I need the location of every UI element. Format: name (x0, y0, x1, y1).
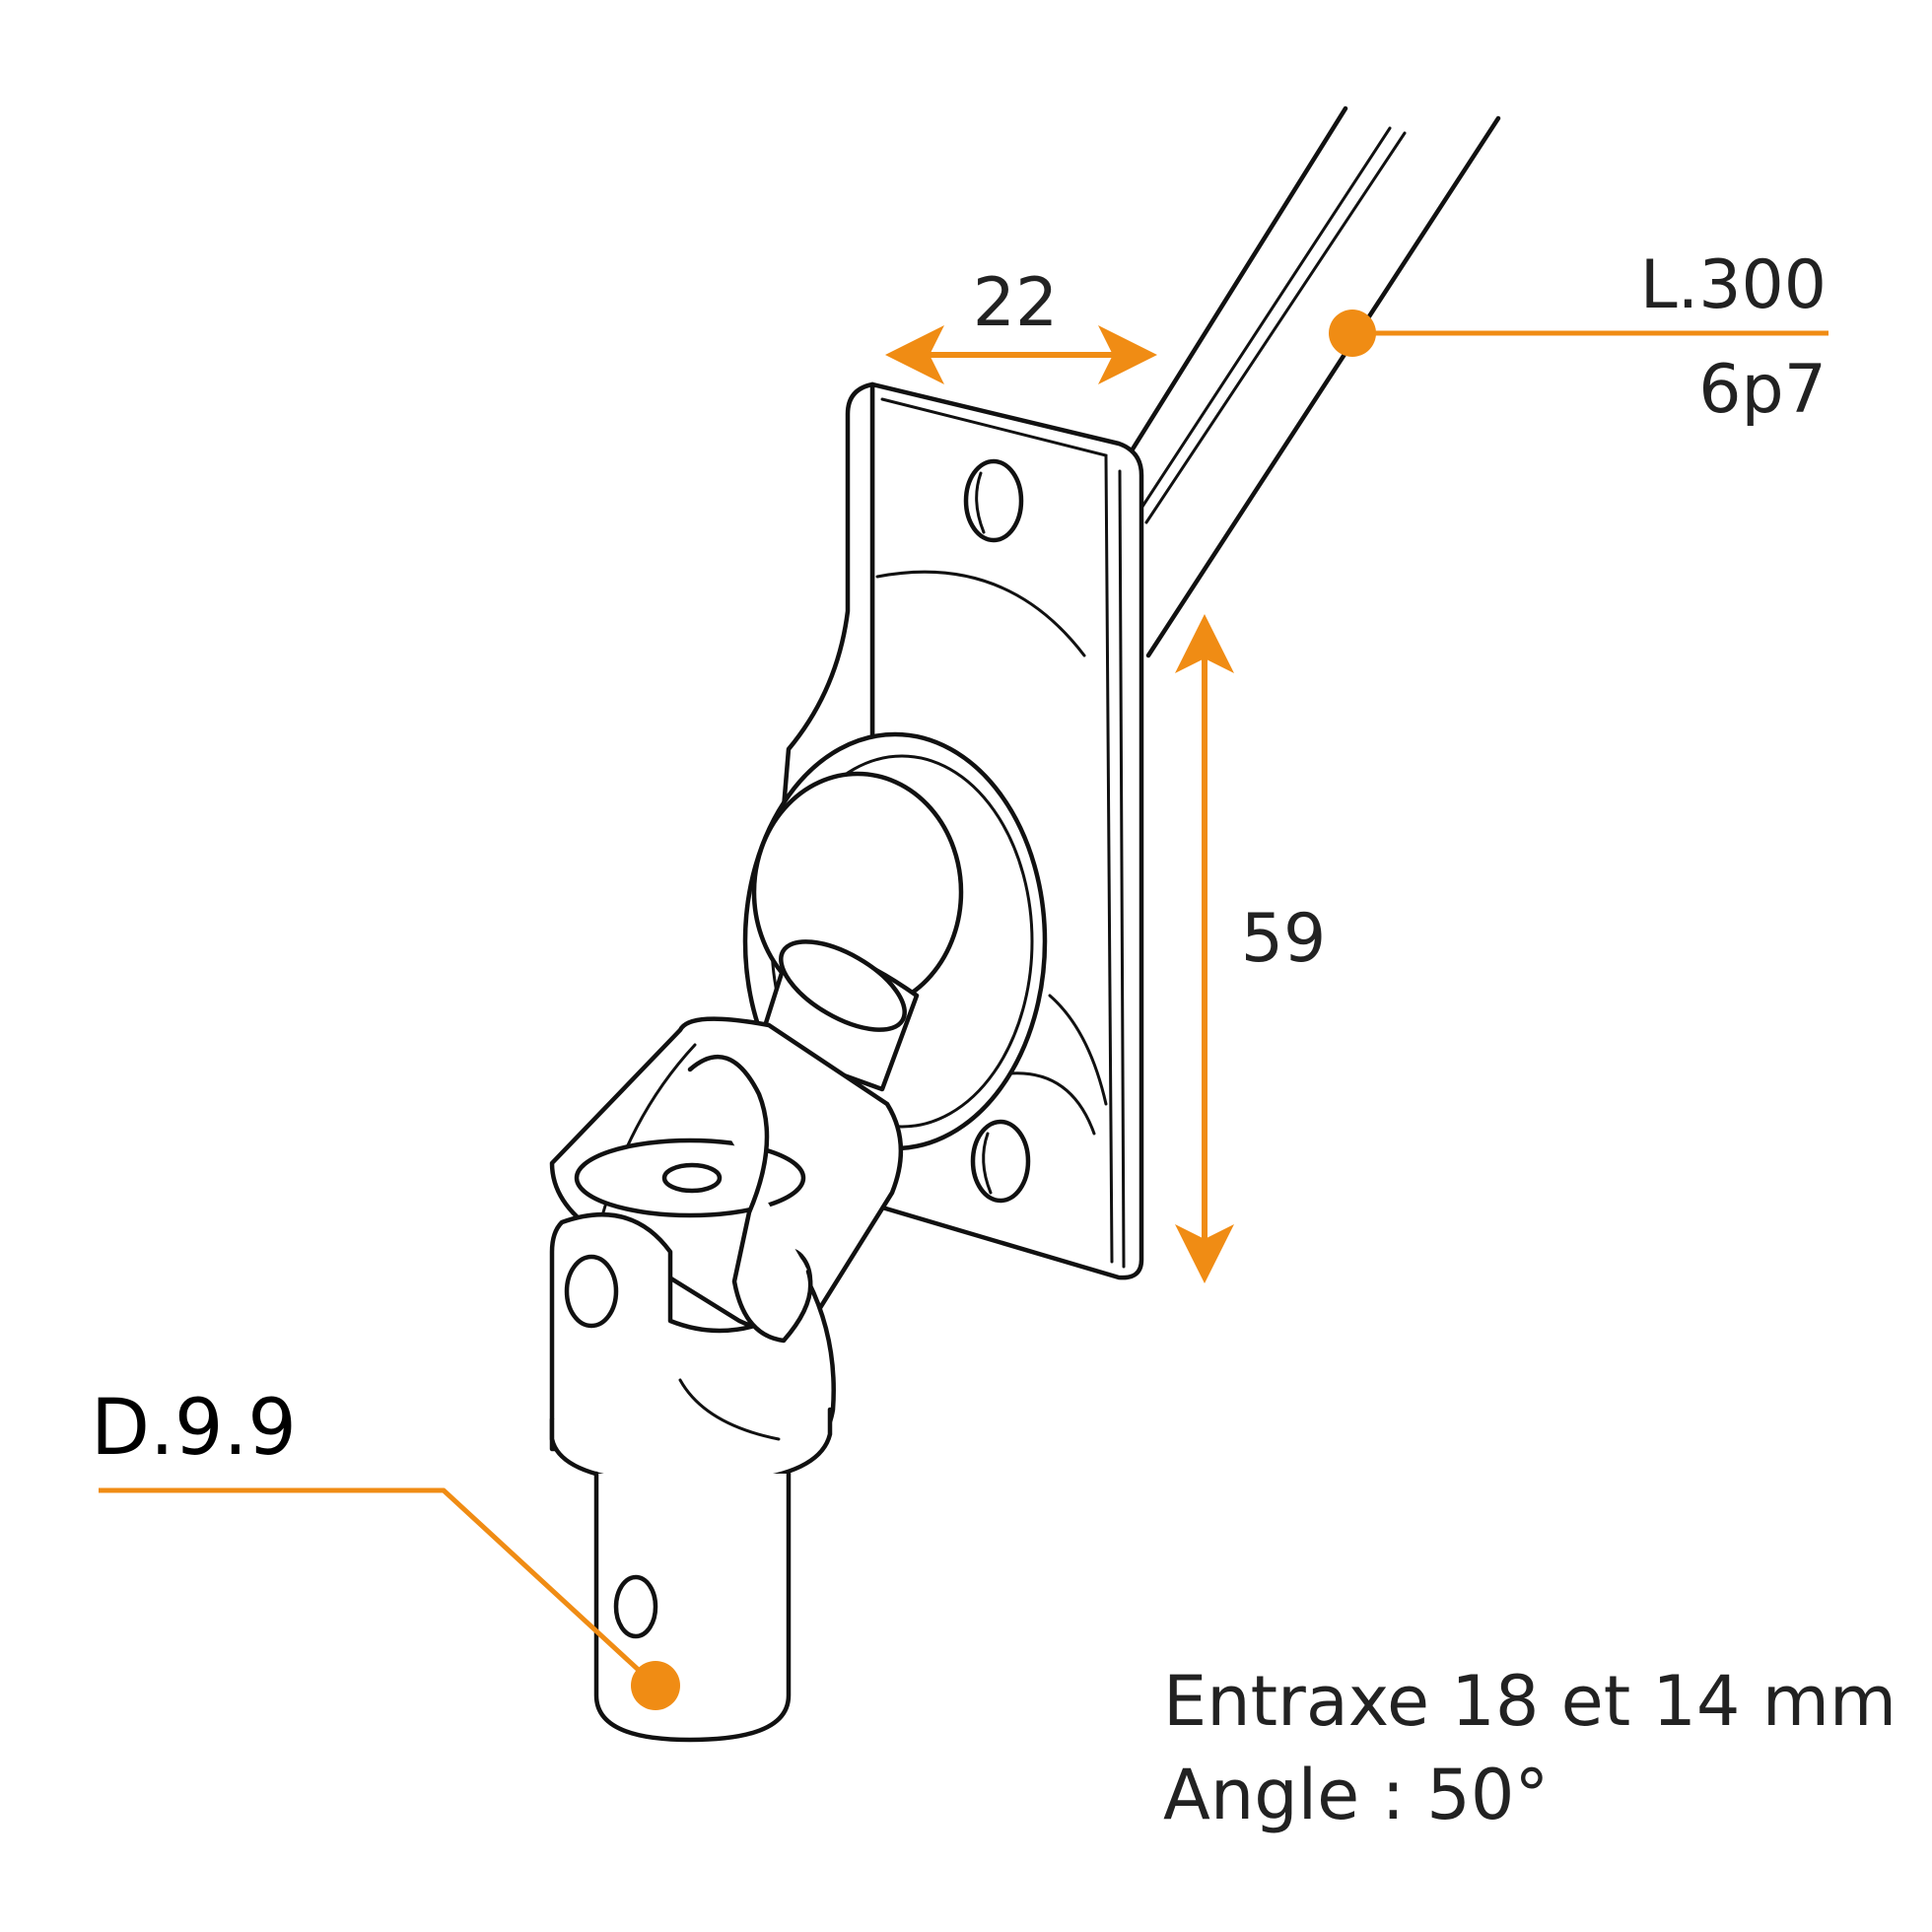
spec-center-distance: Entraxe 18 et 14 mm (1163, 1661, 1897, 1742)
shaft-callout-dot (1329, 310, 1376, 357)
dimension-width-label: 22 (973, 264, 1059, 342)
dimension-width: 22 (885, 264, 1157, 384)
mounting-hole-top (963, 458, 1024, 543)
shaft (1121, 105, 1501, 658)
end-tube (593, 1471, 792, 1743)
mounting-hole-bottom (970, 1119, 1031, 1204)
shaft-length-label: L.300 (1640, 246, 1827, 324)
upper-yoke-arm (687, 1054, 813, 1344)
spider-hole (661, 1162, 723, 1194)
end-callout: D.9.9 (91, 1384, 680, 1710)
tube-hole (613, 1574, 658, 1639)
shaft-profile-label: 6p7 (1698, 351, 1827, 429)
spec-notes: Entraxe 18 et 14 mm Angle : 50° (1163, 1661, 1897, 1835)
spec-angle: Angle : 50° (1163, 1755, 1549, 1835)
end-diameter-label: D.9.9 (91, 1384, 297, 1473)
shaft-callout: L.300 6p7 (1329, 246, 1828, 429)
pin-hole-left (564, 1254, 619, 1329)
cross-spider (574, 1138, 806, 1218)
dimension-height: 59 (1175, 614, 1327, 1283)
end-callout-dot (631, 1661, 680, 1710)
dimension-height-label: 59 (1241, 900, 1327, 978)
